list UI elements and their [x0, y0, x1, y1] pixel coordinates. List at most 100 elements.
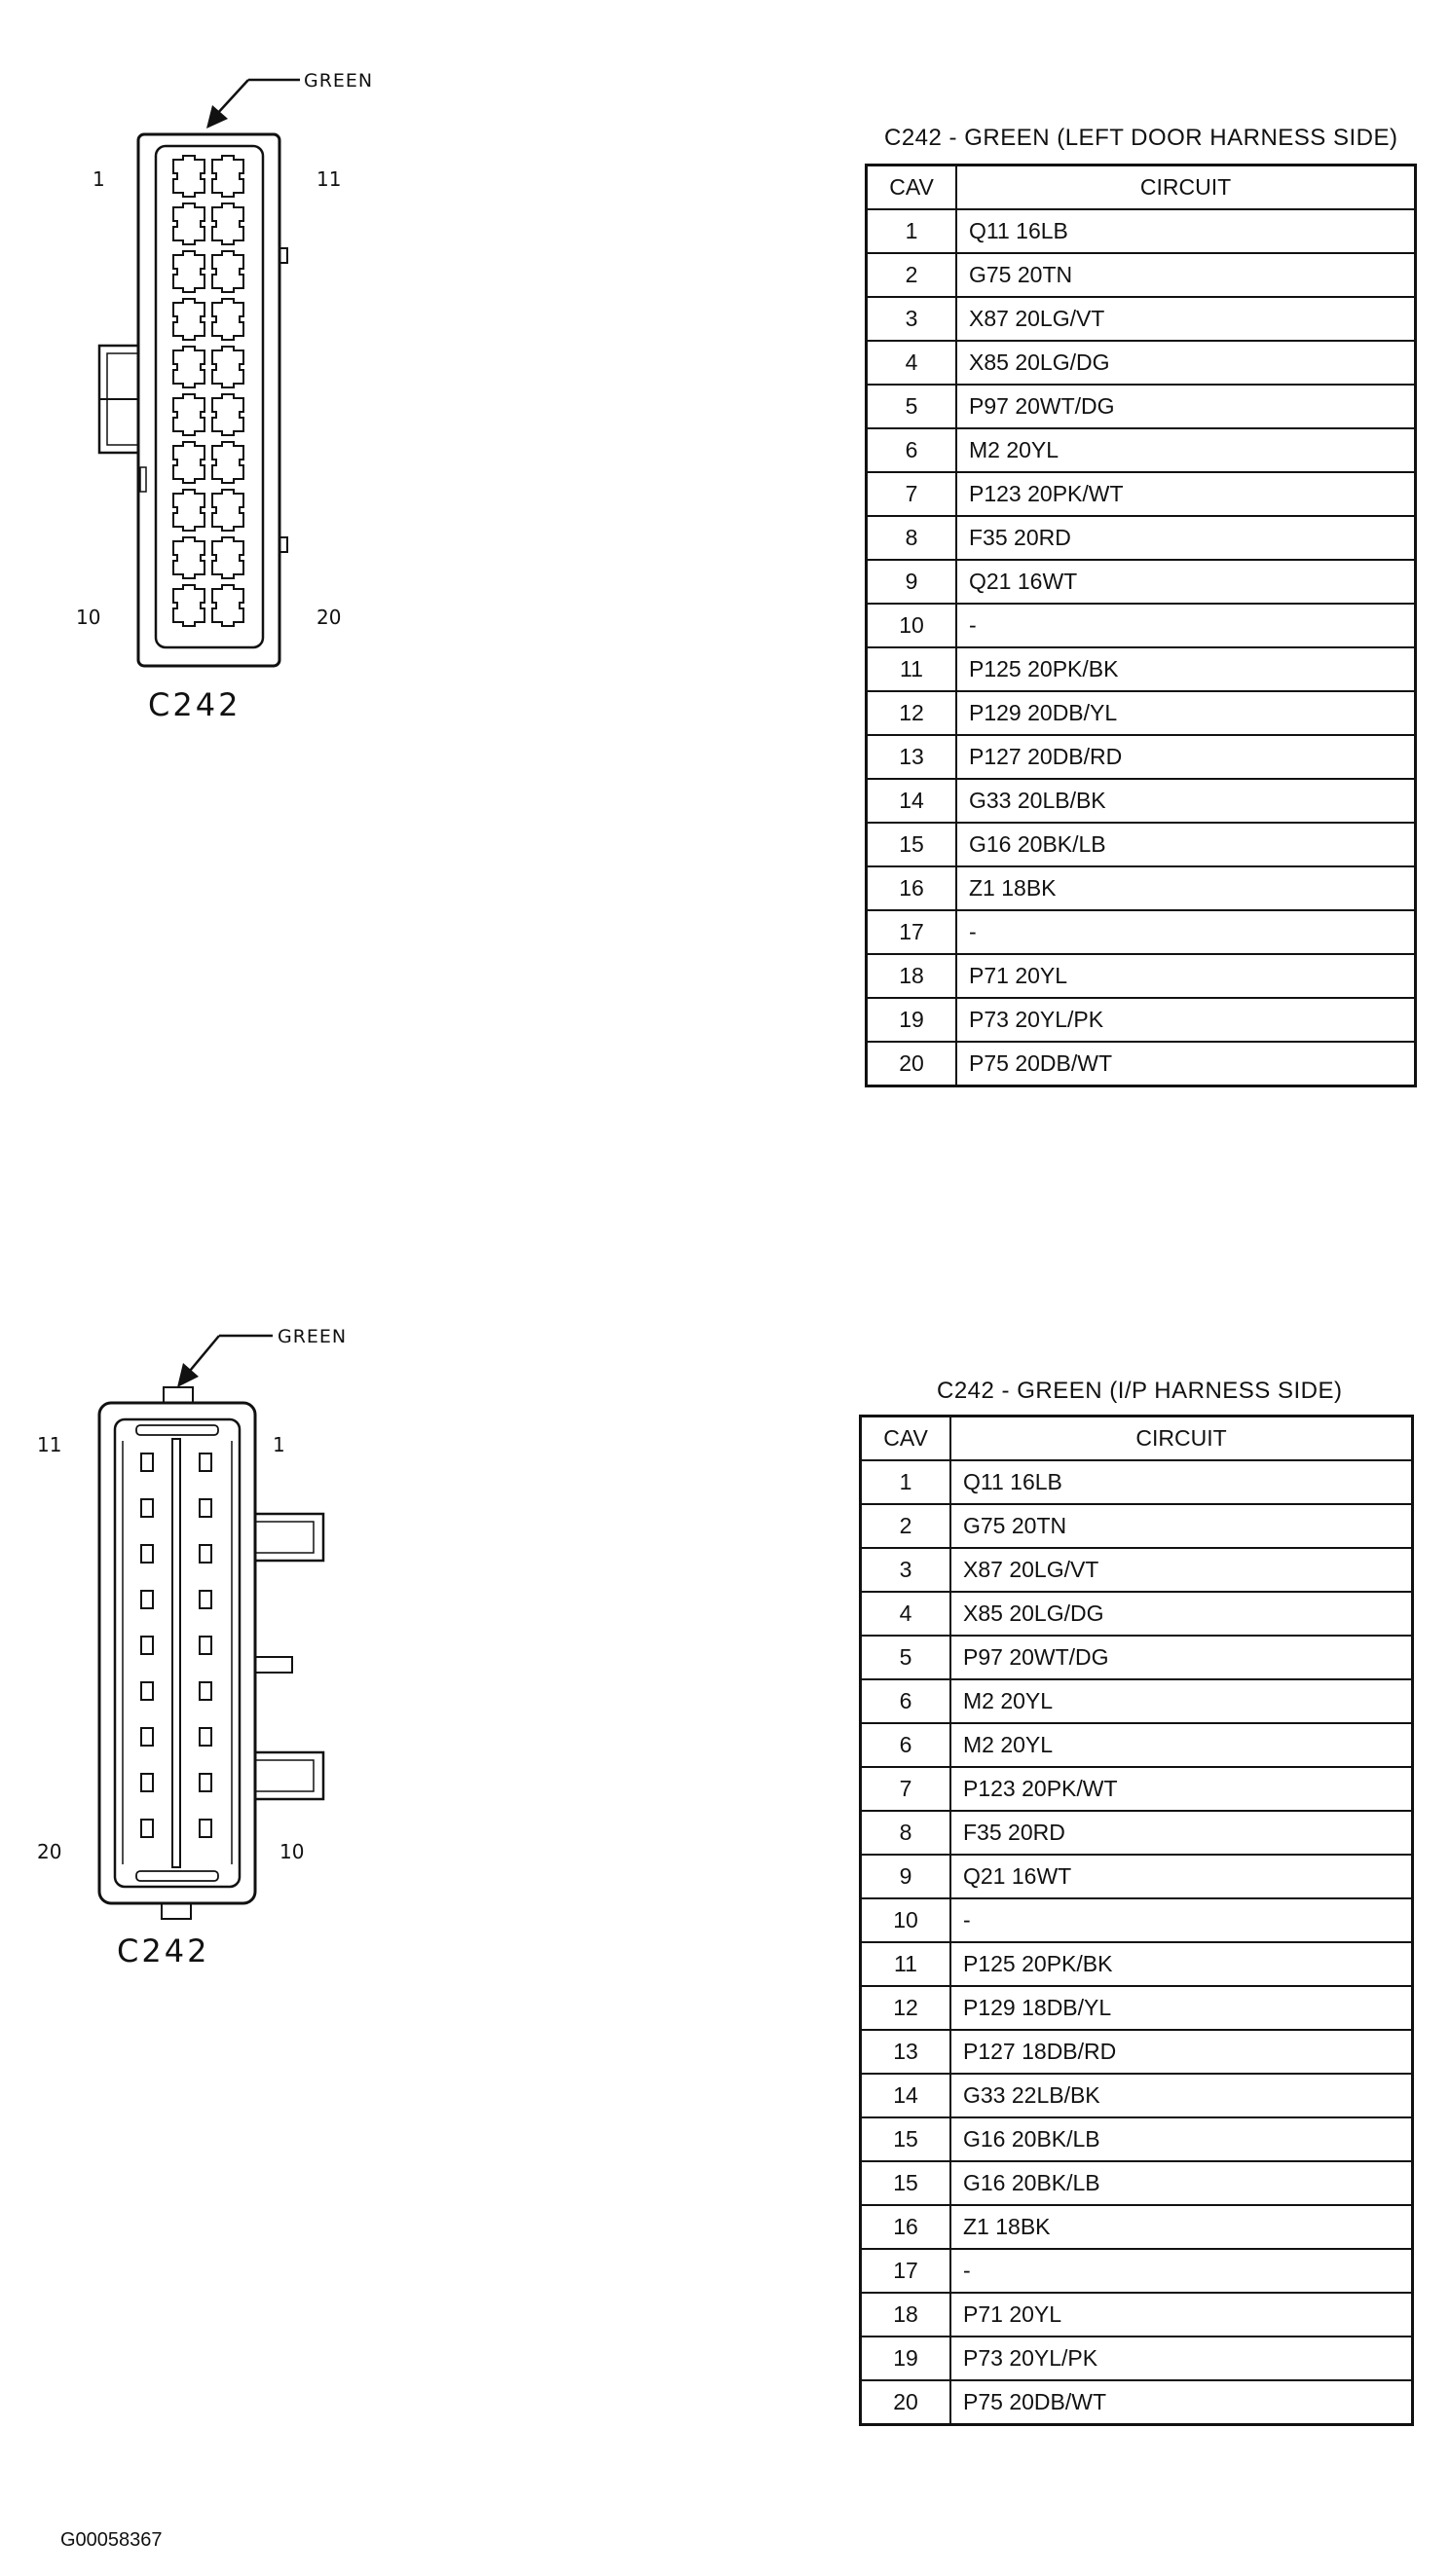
pin-label-top-left: 1: [93, 167, 105, 191]
cav-cell: 20: [865, 1041, 957, 1087]
wire-color-label: GREEN: [278, 1326, 348, 1347]
cav-cell: 18: [859, 2292, 951, 2337]
terminal-cavity: [172, 441, 205, 484]
circuit-cell: F35 20RD: [955, 515, 1417, 561]
terminal-cavity: [211, 250, 244, 293]
connector-top-drawing: [97, 78, 300, 668]
cav-header: CAV: [865, 164, 957, 210]
terminal-pin: [140, 1544, 154, 1564]
circuit-cell: M2 20YL: [949, 1678, 1414, 1724]
cav-cell: 18: [865, 953, 957, 999]
pin-label-top-right: 11: [316, 167, 342, 191]
cav-cell: 2: [859, 1503, 951, 1549]
cav-cell: 13: [859, 2029, 951, 2075]
cav-cell: 10: [859, 1897, 951, 1943]
circuit-cell: X87 20LG/VT: [949, 1547, 1414, 1593]
cav-cell: 1: [865, 208, 957, 254]
figure-id: G00058367: [60, 2529, 163, 2551]
circuit-cell: G16 20BK/LB: [949, 2160, 1414, 2206]
cav-cell: 13: [865, 734, 957, 780]
cav-cell: 15: [865, 822, 957, 867]
circuit-cell: F35 20RD: [949, 1810, 1414, 1856]
cav-cell: 1: [859, 1459, 951, 1505]
circuit-cell: G33 22LB/BK: [949, 2073, 1414, 2118]
cav-cell: 8: [865, 515, 957, 561]
circuit-header: CIRCUIT: [949, 1415, 1414, 1461]
table-row: 10-: [865, 603, 1417, 648]
table-header-row: CAV CIRCUIT: [859, 1415, 1414, 1461]
cav-cell: 2: [865, 252, 957, 298]
cav-cell: 15: [859, 2116, 951, 2162]
terminal-cavity: [172, 536, 205, 579]
circuit-cell: G16 20BK/LB: [949, 2116, 1414, 2162]
terminal-cavity: [172, 155, 205, 198]
circuit-cell: P97 20WT/DG: [955, 384, 1417, 429]
circuit-cell: -: [949, 1897, 1414, 1943]
terminal-cavity: [211, 536, 244, 579]
circuit-cell: G16 20BK/LB: [955, 822, 1417, 867]
circuit-cell: P123 20PK/WT: [949, 1766, 1414, 1812]
terminal-pin: [140, 1636, 154, 1655]
terminal-cavity: [211, 441, 244, 484]
terminal-pin: [140, 1819, 154, 1838]
terminal-cavity: [172, 250, 205, 293]
terminal-pin: [199, 1727, 212, 1747]
circuit-cell: X85 20LG/DG: [949, 1591, 1414, 1637]
table-row: 17-: [865, 909, 1417, 955]
table-bottom-title: C242 - GREEN (I/P HARNESS SIDE): [937, 1378, 1343, 1404]
circuit-cell: G75 20TN: [949, 1503, 1414, 1549]
connector-name: C242: [117, 1932, 210, 1969]
terminal-pin: [199, 1498, 212, 1518]
terminal-pin: [140, 1727, 154, 1747]
cav-cell: 11: [859, 1941, 951, 1987]
table-row: 10-: [859, 1897, 1414, 1943]
terminal-cavity: [172, 489, 205, 532]
circuit-cell: -: [955, 909, 1417, 955]
circuit-cell: Q21 16WT: [949, 1854, 1414, 1899]
circuit-cell: G33 20LB/BK: [955, 778, 1417, 824]
pin-label-bottom-right: 20: [316, 606, 342, 629]
circuit-cell: P73 20YL/PK: [955, 997, 1417, 1043]
circuit-cell: P129 18DB/YL: [949, 1985, 1414, 2031]
cav-cell: 19: [865, 997, 957, 1043]
terminal-cavity: [172, 346, 205, 388]
connector-name: C242: [148, 686, 242, 723]
circuit-cell: P75 20DB/WT: [955, 1041, 1417, 1087]
table-header-row: CAV CIRCUIT: [865, 164, 1417, 210]
pin-label-top-left: 11: [37, 1433, 62, 1456]
cav-cell: 17: [859, 2248, 951, 2294]
circuit-cell: M2 20YL: [949, 1722, 1414, 1768]
circuit-cell: P127 18DB/RD: [949, 2029, 1414, 2075]
circuit-cell: -: [949, 2248, 1414, 2294]
circuit-cell: Q11 16LB: [955, 208, 1417, 254]
cav-cell: 6: [859, 1678, 951, 1724]
cav-cell: 10: [865, 603, 957, 648]
circuit-cell: P75 20DB/WT: [949, 2379, 1414, 2426]
terminal-cavity: [211, 202, 244, 245]
cav-cell: 4: [865, 340, 957, 386]
terminal-pin: [199, 1590, 212, 1609]
terminal-pin: [140, 1453, 154, 1472]
cav-cell: 4: [859, 1591, 951, 1637]
circuit-cell: P71 20YL: [955, 953, 1417, 999]
cav-cell: 20: [859, 2379, 951, 2426]
cav-cell: 3: [859, 1547, 951, 1593]
pin-label-bottom-left: 20: [37, 1840, 62, 1863]
terminal-pin: [199, 1636, 212, 1655]
